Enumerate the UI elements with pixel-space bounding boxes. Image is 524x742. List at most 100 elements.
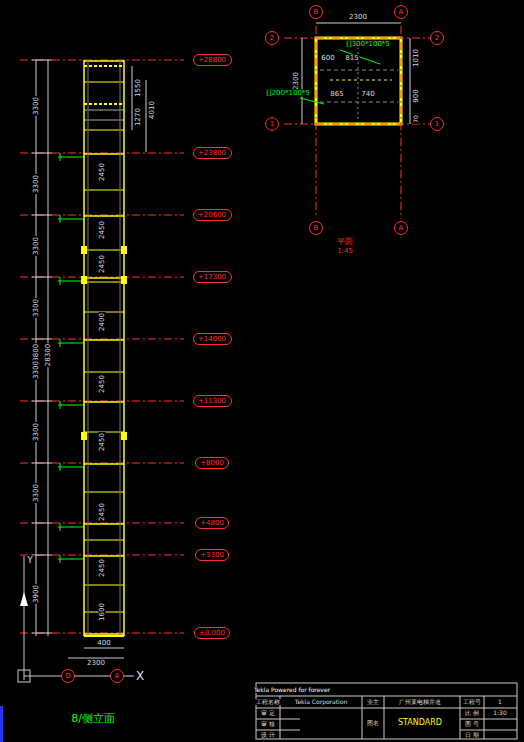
axis-bubble: 2 bbox=[430, 31, 444, 45]
drawing-line bbox=[32, 523, 52, 524]
dimension-text: 3300 bbox=[33, 483, 40, 503]
drawing-line bbox=[20, 60, 184, 61]
drawing-line bbox=[20, 339, 184, 340]
axis-label: 2 bbox=[270, 35, 274, 42]
level-tag: +17300 bbox=[193, 271, 232, 283]
drawing-line bbox=[84, 492, 124, 493]
drawing-line bbox=[20, 277, 184, 278]
view-title: 8/侧立面 bbox=[71, 713, 115, 724]
level-tag: +28800 bbox=[193, 54, 232, 66]
drawing-line bbox=[84, 130, 124, 131]
dimension-text: 审 定 bbox=[260, 710, 276, 716]
drawing-line bbox=[72, 405, 84, 406]
dimension-text: 815 bbox=[344, 55, 359, 62]
axis-bubble: B bbox=[309, 5, 323, 19]
drawing-line bbox=[60, 277, 61, 285]
level-tag: +14000 bbox=[193, 333, 232, 345]
dimension-text: 3300 bbox=[33, 298, 40, 318]
dimension-text: 900 bbox=[413, 88, 420, 103]
drawing-line bbox=[32, 339, 52, 340]
axis-label: 1 bbox=[270, 121, 274, 128]
level-text: +17300 bbox=[198, 274, 226, 281]
dimension-text: 865 bbox=[329, 91, 344, 98]
level-text: ±0.000 bbox=[199, 630, 225, 637]
dimension-text: 工程号 bbox=[462, 699, 482, 705]
drawing-line bbox=[84, 82, 124, 83]
level-tag: +20600 bbox=[193, 209, 232, 221]
axis-label: B bbox=[314, 9, 319, 16]
dimension-text: 图名 bbox=[366, 720, 380, 726]
level-tag: +4800 bbox=[195, 517, 229, 529]
drawing-line bbox=[20, 463, 184, 464]
level-tag: ±0.000 bbox=[194, 627, 230, 639]
dimension-text: 平面 bbox=[336, 238, 354, 246]
dimension-text: 比 例 bbox=[464, 710, 480, 716]
axis-label: 2 bbox=[435, 35, 439, 42]
drawing-line bbox=[84, 585, 124, 586]
level-text: +28800 bbox=[198, 57, 226, 64]
dimension-text: 1:30 bbox=[492, 710, 507, 716]
level-tag: +8000 bbox=[195, 457, 229, 469]
dimension-text: 2450 bbox=[99, 162, 106, 182]
axis-label: A bbox=[115, 673, 120, 680]
axis-bubble: 1 bbox=[265, 117, 279, 131]
dimension-text: 3900 bbox=[33, 584, 40, 604]
drawing-line bbox=[32, 153, 52, 154]
axis-label: D bbox=[65, 673, 70, 680]
dimension-text: Tekla Corporation bbox=[294, 699, 349, 705]
dimension-text: 1270 bbox=[135, 107, 142, 127]
dimension-text: 2450 bbox=[99, 374, 106, 394]
dimension-text: 2300 bbox=[348, 14, 368, 21]
drawing-line bbox=[32, 463, 52, 464]
dimension-text: 2300 bbox=[86, 660, 106, 667]
drawing-line bbox=[84, 215, 124, 217]
dimension-text: 2450 bbox=[99, 502, 106, 522]
drawing-line bbox=[84, 555, 124, 557]
drawing-line bbox=[84, 277, 124, 279]
drawing-line bbox=[84, 282, 124, 283]
drawing-line bbox=[60, 463, 61, 471]
dimension-text: 1 bbox=[497, 699, 503, 705]
dimension-text: []200*100*5 bbox=[265, 90, 311, 97]
drawing-line bbox=[20, 153, 184, 154]
dimension-text: 28300 bbox=[45, 343, 52, 367]
level-text: +8000 bbox=[200, 460, 224, 467]
level-tag: +3300 bbox=[195, 549, 229, 561]
dimension-text: 2450 bbox=[99, 220, 106, 240]
level-text: +4800 bbox=[200, 520, 224, 527]
drawing-line bbox=[60, 215, 61, 223]
dimension-text: 2450 bbox=[99, 432, 106, 452]
dimension-text: []300*100*5 bbox=[345, 41, 391, 48]
axis-label: B bbox=[314, 225, 319, 232]
dimension-text: 3300 bbox=[33, 236, 40, 256]
drawing-line bbox=[72, 527, 84, 528]
drawing-line bbox=[32, 215, 52, 216]
axis-bubble: B bbox=[309, 221, 323, 235]
drawing-line bbox=[20, 633, 184, 634]
dimension-text: 3300 bbox=[33, 360, 40, 380]
drawing-line bbox=[84, 60, 124, 62]
level-text: +20600 bbox=[198, 212, 226, 219]
axis-bubble: 2 bbox=[265, 31, 279, 45]
drawing-line bbox=[32, 633, 52, 634]
drawing-line bbox=[84, 401, 124, 403]
drawing-line bbox=[60, 555, 61, 563]
drawing-line bbox=[84, 372, 124, 373]
dimension-text: 2400 bbox=[99, 312, 106, 332]
drawing-line bbox=[32, 60, 52, 61]
dimension-text: STANDARD bbox=[397, 719, 443, 727]
level-tag: +23800 bbox=[193, 147, 232, 159]
drawing-line bbox=[72, 157, 84, 158]
axis-label: A bbox=[399, 225, 404, 232]
drawing-line bbox=[60, 401, 61, 409]
drawing-line bbox=[60, 523, 61, 531]
dimension-text: 日 期 bbox=[464, 732, 480, 738]
dimension-text: 2450 bbox=[99, 558, 106, 578]
axis-bubble: D bbox=[61, 669, 75, 683]
drawing-line bbox=[72, 467, 84, 468]
dimension-text: 400 bbox=[96, 640, 111, 647]
axis-label: 1 bbox=[435, 121, 439, 128]
drawing-line bbox=[32, 401, 52, 402]
dimension-text: 3300 bbox=[33, 174, 40, 194]
